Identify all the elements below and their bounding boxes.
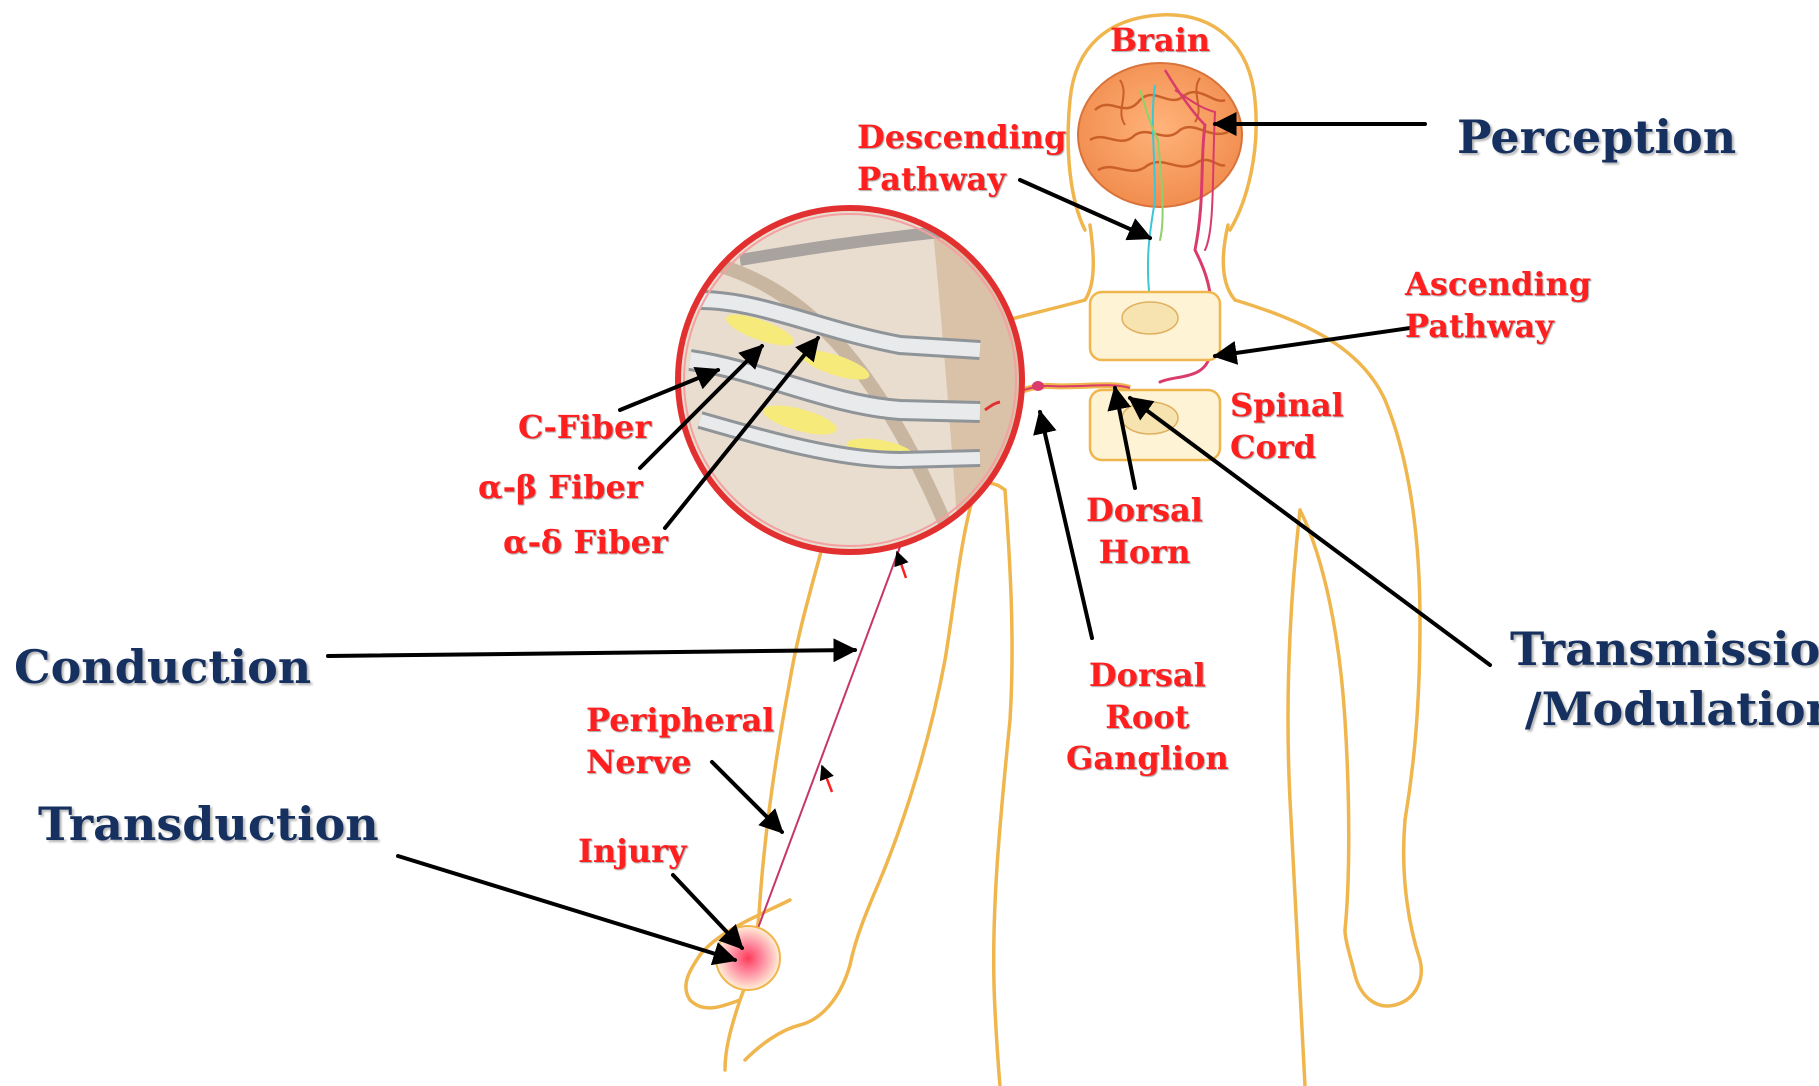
arrow-conduction [328, 650, 855, 656]
stage-conduction: Conduction [14, 638, 311, 698]
stage-transmission-modulation: Transmission /Modulation [1510, 620, 1819, 740]
left-arm-inner [850, 490, 975, 965]
arrow-ascending [1215, 328, 1410, 356]
right-arm-inner [1300, 510, 1349, 930]
arrow-injury [673, 875, 742, 948]
label-dorsal-horn: Dorsal Horn [1086, 490, 1203, 573]
neck-left [1085, 225, 1093, 300]
label-descending-pathway: Descending Pathway [857, 117, 1066, 200]
right-shoulder [1235, 300, 1420, 820]
label-injury-text: Injury [578, 831, 687, 873]
label-descending-line2: Pathway [857, 159, 1066, 201]
label-descending-line1: Descending [857, 117, 1066, 159]
label-ad-fiber: α-δ Fiber [503, 522, 668, 564]
stage-transmission-line2: /Modulation [1510, 680, 1819, 740]
spinal-cord-sections [1090, 292, 1220, 460]
label-peripheral-line2: Nerve [586, 742, 774, 784]
label-spinal-line2: Cord [1230, 427, 1344, 469]
arrow-drg [1040, 412, 1092, 638]
label-ab-fiber: α-β Fiber [478, 467, 643, 509]
label-ab-fiber-text: α-β Fiber [478, 467, 643, 509]
label-ad-fiber-text: α-δ Fiber [503, 522, 668, 564]
label-dorsal-root-ganglion: Dorsal Root Ganglion [1066, 655, 1229, 780]
label-drg-line3: Ganglion [1066, 738, 1229, 780]
label-dorsal-horn-line2: Horn [1086, 532, 1203, 574]
label-peripheral-line1: Peripheral [586, 700, 774, 742]
label-brain: Brain [1110, 20, 1210, 62]
torso-right [1288, 510, 1305, 1086]
label-peripheral-nerve: Peripheral Nerve [586, 700, 774, 783]
stage-transduction-text: Transduction [38, 795, 379, 855]
label-c-fiber: C-Fiber [518, 407, 651, 449]
stage-transduction: Transduction [38, 795, 379, 855]
right-arm-outer [1345, 820, 1421, 1006]
stage-perception: Perception [1457, 108, 1736, 168]
signal-arrow-upper [897, 552, 906, 578]
nerve-fiber-magnifier [670, 200, 1030, 560]
label-spinal-cord: Spinal Cord [1230, 385, 1344, 468]
torso-left [994, 490, 1012, 1086]
label-injury: Injury [578, 831, 687, 873]
label-ascending-pathway: Ascending Pathway [1405, 264, 1591, 347]
stage-transmission-line1: Transmission [1510, 620, 1819, 680]
label-drg-line2: Root [1066, 697, 1229, 739]
label-c-fiber-text: C-Fiber [518, 407, 651, 449]
brain-graphic [1078, 63, 1242, 207]
label-ascending-line1: Ascending [1405, 264, 1591, 306]
label-dorsal-horn-line1: Dorsal [1086, 490, 1203, 532]
stage-conduction-text: Conduction [14, 638, 311, 698]
label-drg-line1: Dorsal [1066, 655, 1229, 697]
neck-right [1223, 225, 1235, 300]
signal-arrow-lower [822, 766, 832, 792]
label-ascending-line2: Pathway [1405, 306, 1591, 348]
label-spinal-line1: Spinal [1230, 385, 1344, 427]
stage-perception-text: Perception [1457, 108, 1736, 168]
label-brain-text: Brain [1110, 20, 1210, 62]
